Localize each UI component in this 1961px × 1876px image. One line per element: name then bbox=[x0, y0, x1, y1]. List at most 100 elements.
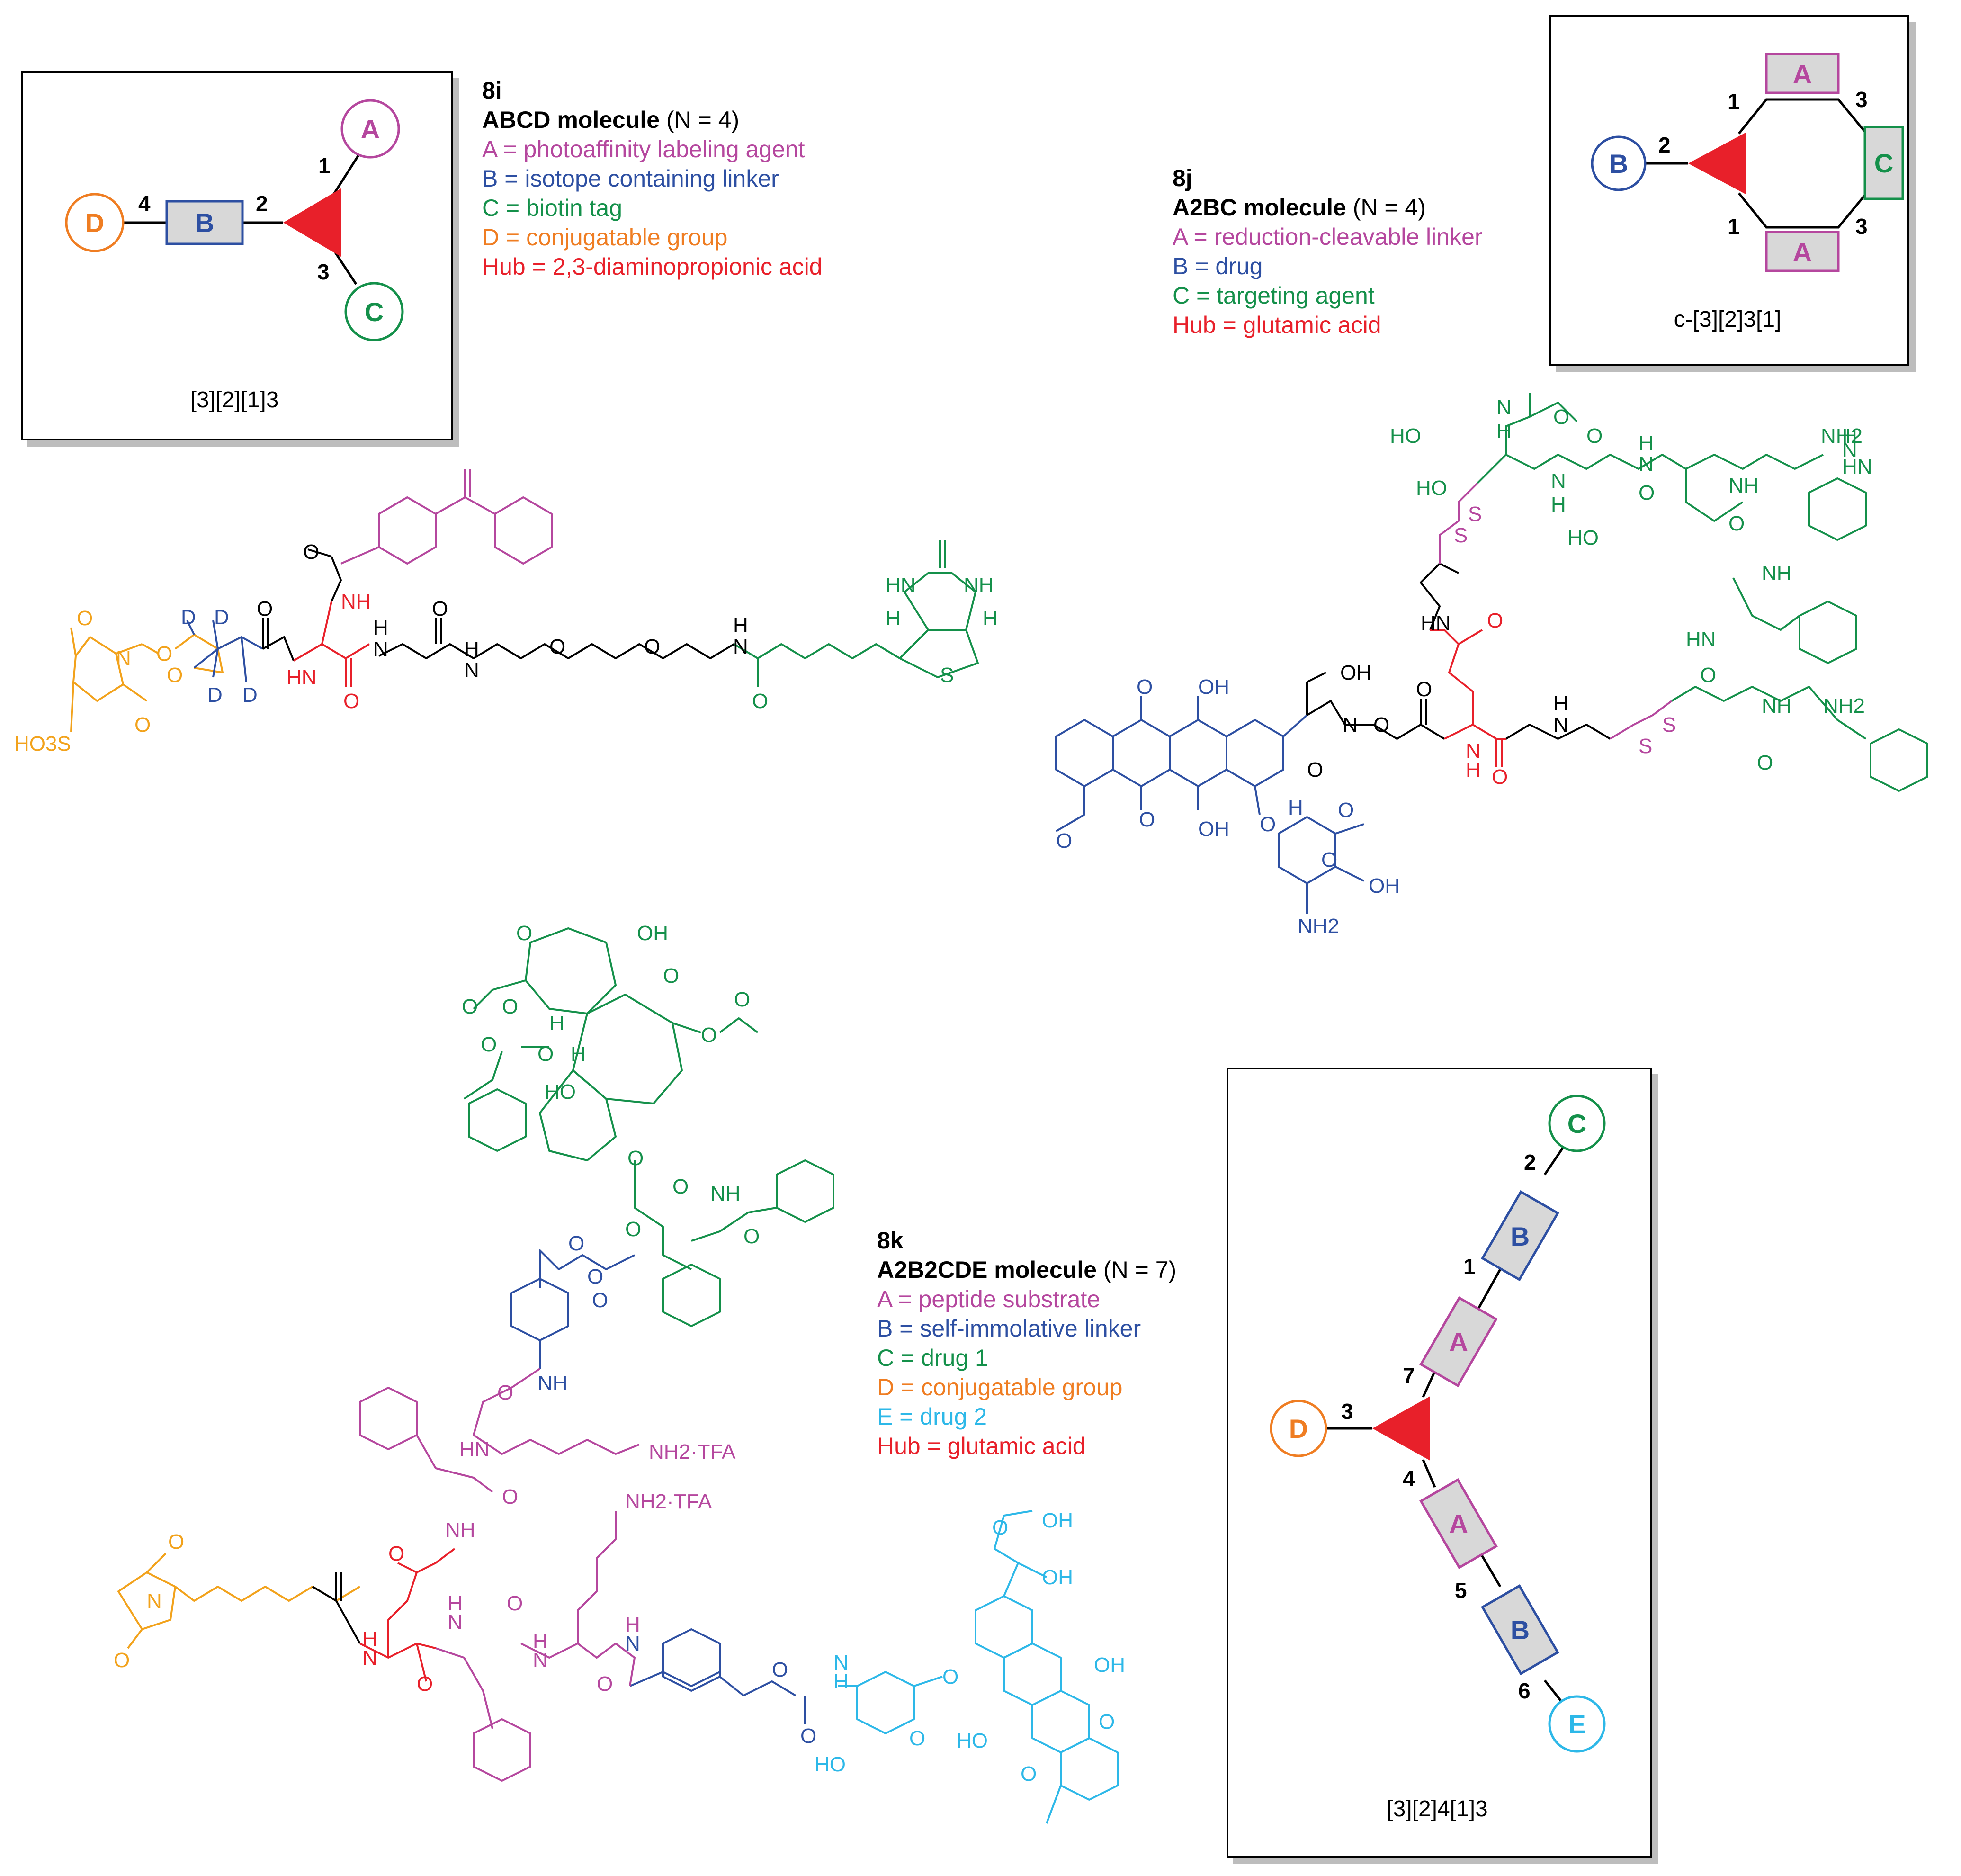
bond-line bbox=[340, 546, 379, 565]
compound-n-8i: (N = 4) bbox=[666, 107, 740, 133]
topology-label-8k: [3][2]4[1]3 bbox=[1387, 1796, 1488, 1822]
atom-label: O bbox=[1021, 1762, 1037, 1786]
atom-label: H bbox=[1842, 424, 1857, 448]
edge-number: 4 bbox=[1403, 1466, 1415, 1491]
atom-label: NH2·TFA bbox=[649, 1440, 736, 1463]
node-b-label: B bbox=[195, 208, 214, 238]
atom-label: NH bbox=[445, 1518, 475, 1542]
node-a-label: A bbox=[1793, 59, 1812, 89]
atom-label: N bbox=[1343, 713, 1358, 736]
atom-label: O bbox=[388, 1542, 404, 1565]
bond-line bbox=[70, 627, 77, 656]
atom-label: H bbox=[983, 607, 998, 630]
atom-label: S bbox=[940, 664, 954, 687]
atom-label: HO3S bbox=[14, 732, 71, 755]
atom-label: NH bbox=[537, 1372, 568, 1395]
atom-label: N bbox=[147, 1589, 162, 1613]
atom-label: O bbox=[77, 607, 93, 630]
bond-line bbox=[1505, 393, 1531, 455]
bond-line bbox=[142, 643, 159, 655]
schematic-8i bbox=[65, 99, 404, 341]
atom-label: S bbox=[1468, 503, 1482, 526]
legend-item-b: B = drug bbox=[1173, 253, 1263, 279]
edge-number: 3 bbox=[317, 260, 330, 284]
bond-line bbox=[1055, 814, 1085, 832]
bond-line bbox=[1430, 629, 1474, 725]
atom-label: D bbox=[242, 683, 258, 707]
atom-label: O bbox=[701, 1023, 717, 1047]
atom-label: O bbox=[772, 1658, 788, 1681]
self-immolative-linker bbox=[510, 1249, 806, 1724]
thiophane-ring bbox=[899, 629, 979, 678]
atom-label: O bbox=[734, 988, 750, 1011]
peg-linker bbox=[262, 548, 735, 661]
bond-line bbox=[70, 682, 74, 732]
node-a-label: A bbox=[1449, 1327, 1468, 1357]
bond-line bbox=[1018, 1562, 1047, 1578]
atom-label: O bbox=[597, 1672, 613, 1696]
atom-label: O bbox=[167, 664, 183, 687]
node-b-box bbox=[1481, 1190, 1559, 1282]
node-a-box bbox=[1419, 1478, 1498, 1570]
bond-line bbox=[492, 979, 526, 991]
legend-item-hub: Hub = glutamic acid bbox=[877, 1433, 1086, 1459]
atom-label: O bbox=[587, 1265, 603, 1288]
compound-n-8j: (N = 4) bbox=[1352, 194, 1426, 221]
oxime-linker bbox=[1306, 563, 1611, 740]
aromatic-ring bbox=[468, 1088, 527, 1152]
atom-label: O bbox=[507, 1592, 523, 1615]
bond-line bbox=[416, 1435, 493, 1493]
atom-label: D bbox=[207, 683, 223, 707]
atom-label: NH bbox=[964, 574, 994, 597]
atom-label: O bbox=[1373, 713, 1389, 736]
legend-item-e: E = drug 2 bbox=[877, 1403, 987, 1430]
bond-line bbox=[1477, 454, 1824, 484]
node-e-label: E bbox=[1568, 1709, 1585, 1739]
taxane-ring bbox=[539, 1069, 617, 1161]
bond-line bbox=[1671, 686, 1809, 702]
atom-label: H bbox=[1466, 758, 1481, 781]
bond-line bbox=[1475, 1268, 1502, 1313]
peptide-group bbox=[1477, 393, 1928, 792]
bond-line bbox=[1609, 700, 1673, 740]
node-a-label: A bbox=[1449, 1509, 1468, 1539]
atom-label: N bbox=[625, 1632, 640, 1655]
atom-label: O bbox=[481, 1033, 497, 1056]
atom-label: H bbox=[373, 616, 388, 639]
compound-id-8k: 8k bbox=[877, 1227, 904, 1254]
atom-label: NH bbox=[1728, 474, 1759, 497]
atom-label: H bbox=[1639, 431, 1654, 455]
bond-line bbox=[719, 1017, 759, 1033]
bond-line bbox=[435, 1647, 493, 1729]
ring-edge bbox=[1738, 98, 1866, 135]
atom-label: H bbox=[362, 1627, 377, 1651]
hub-residue bbox=[1430, 629, 1506, 767]
bond-line bbox=[435, 496, 495, 515]
atom-label: OH bbox=[1340, 661, 1371, 684]
compound-title-8j: A2BC molecule bbox=[1173, 194, 1346, 221]
aromatic-ring bbox=[1870, 728, 1928, 792]
atom-label: N bbox=[1639, 453, 1654, 476]
bond-line bbox=[473, 989, 493, 1010]
node-c-label: C bbox=[1874, 148, 1893, 178]
atom-label: S bbox=[1454, 524, 1468, 547]
bond-line bbox=[193, 636, 263, 669]
aromatic-ring bbox=[494, 496, 553, 565]
atom-label: O bbox=[462, 995, 478, 1018]
atom-label: O bbox=[568, 1232, 584, 1255]
atom-label: HO bbox=[957, 1729, 988, 1752]
node-d-label: D bbox=[1289, 1414, 1308, 1444]
maleimide-ring bbox=[117, 1571, 176, 1630]
bond-line bbox=[1046, 1785, 1062, 1824]
atom-label: O bbox=[1056, 829, 1072, 853]
atom-label: H bbox=[833, 1670, 849, 1693]
atom-label: O bbox=[1728, 512, 1745, 535]
atom-label: OH bbox=[637, 922, 668, 945]
bond-line bbox=[1444, 724, 1506, 740]
bond-line bbox=[733, 643, 901, 659]
atom-label: N bbox=[362, 1646, 377, 1670]
atom-label: O bbox=[1492, 765, 1508, 789]
bond-line bbox=[378, 643, 735, 659]
bond-line bbox=[1505, 724, 1611, 740]
